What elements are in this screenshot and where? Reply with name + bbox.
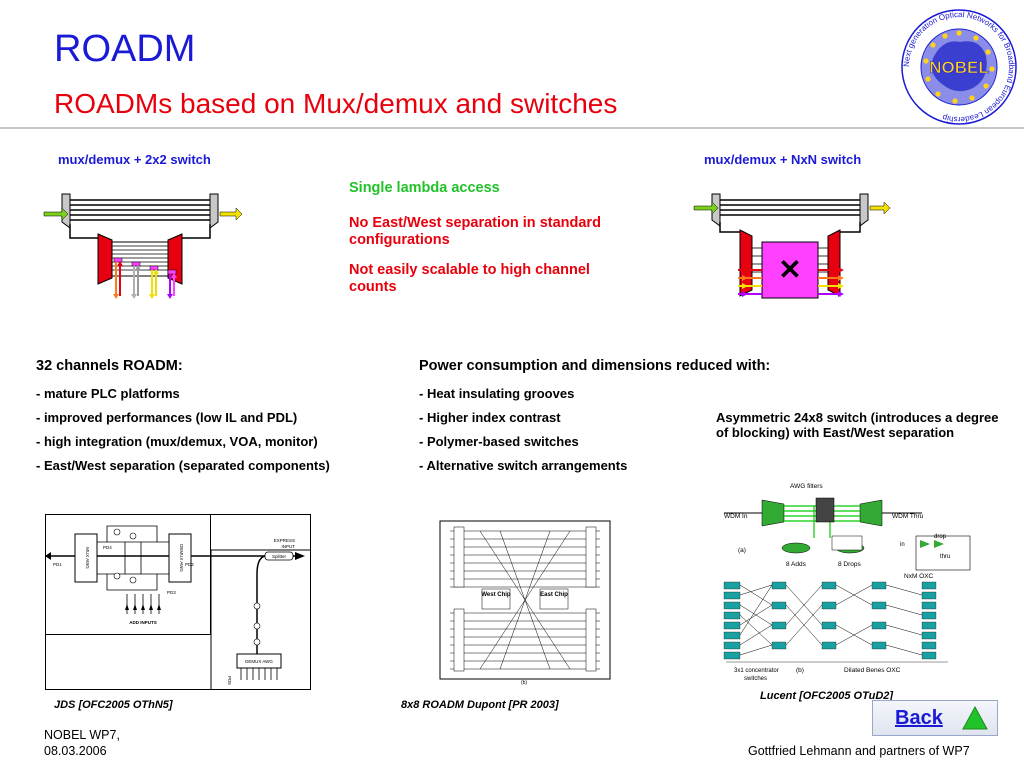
dupont-caption: 8x8 ROADM Dupont [PR 2003] <box>401 699 559 711</box>
thru-label: thru <box>940 554 950 560</box>
switches-label: switches <box>744 676 767 682</box>
middle-item-1: - Heat insulating grooves <box>419 386 575 401</box>
wdm-thru-label: WDM Thru <box>892 513 924 520</box>
footer-org: NOBEL WP7, <box>44 728 120 742</box>
add-inputs-label: ADD INPUTS <box>129 620 157 625</box>
page-subtitle: ROADMs based on Mux/demux and switches <box>54 88 618 119</box>
adds-label: 8 Adds <box>786 561 807 568</box>
drops-label: 8 Drops <box>838 561 862 568</box>
lucent-roadm-figure: AWG filters WDM In WDM Thru (a) 8 Adds 8… <box>722 478 974 688</box>
dupont-b-label: (b) <box>521 680 527 686</box>
dilated-benes-label: Dilated Benes OXC <box>844 667 901 674</box>
lucent-caption: Lucent [OFC2005 OTuD2] <box>760 690 894 702</box>
awg-filters-label: AWG filters <box>790 483 823 490</box>
back-button[interactable]: Back <box>872 700 998 736</box>
single-lambda-note: Single lambda access <box>349 180 500 196</box>
middle-column-heading: Power consumption and dimensions reduced… <box>419 358 771 374</box>
pd3-label: PD3 <box>167 590 176 595</box>
nxm-oxc-label: NxM OXC <box>904 573 934 580</box>
pd4-label: PD4 <box>103 545 112 550</box>
wdm-in-label: WDM In <box>724 513 748 520</box>
mux-demux-nxn-diagram: ✕ <box>693 193 891 299</box>
mux-demux-2x2-diagram <box>43 193 243 299</box>
right-diagram-label: mux/demux + NxN switch <box>704 152 862 167</box>
asymmetric-switch-note: Asymmetric 24x8 switch (introduces a deg… <box>716 410 999 440</box>
jds-caption: JDS [OFC2005 OThN5] <box>54 699 173 711</box>
pd5-label: PD5 <box>227 676 232 685</box>
concentrator-label: 3x1 concentrator <box>734 668 779 674</box>
left-item-2: - improved performances (low IL and PDL) <box>36 410 298 425</box>
footer-author: Gottfried Lehmann and partners of WP7 <box>748 744 970 758</box>
logo-center-text: NOBEL <box>929 58 989 77</box>
in-label: in <box>900 542 905 548</box>
jds-roadm-figure: MUX AWG DEMUX AWG PD4 PD1 PD2 PD3 EXPRES… <box>45 514 311 690</box>
pd2-label: PD2 <box>185 562 194 567</box>
header-divider <box>0 127 1024 129</box>
left-item-3: - high integration (mux/demux, VOA, moni… <box>36 434 318 449</box>
mux-awg-label: MUX AWG <box>85 547 90 569</box>
footer-date: 08.03.2006 <box>44 744 107 758</box>
dupont-roadm-figure: West Chip East Chip (b) <box>420 517 626 687</box>
west-chip-label: West Chip <box>481 592 511 598</box>
up-arrow-icon <box>961 705 988 730</box>
lucent-b-label: (b) <box>796 667 804 674</box>
left-item-4: - East/West separation (separated compon… <box>36 458 330 473</box>
back-link[interactable]: Back <box>895 706 943 729</box>
middle-item-4: - Alternative switch arrangements <box>419 458 628 473</box>
left-column-heading: 32 channels ROADM: <box>36 358 183 374</box>
demux-awg-box-label: DEMUX AWG <box>245 659 273 664</box>
left-item-1: - mature PLC platforms <box>36 386 180 401</box>
pd1-label: PD1 <box>53 562 62 567</box>
nobel-logo: NOBEL Next generation Optical Networks f… <box>901 9 1017 125</box>
splitter-label: Splitter <box>272 554 287 559</box>
middle-item-3: - Polymer-based switches <box>419 434 579 449</box>
express-input-label-2: INPUT <box>282 544 296 549</box>
scalability-note: Not easily scalable to high channel coun… <box>349 262 590 295</box>
demux-awg-label: DEMUX AWG <box>179 544 184 572</box>
drop-label: drop <box>934 534 947 540</box>
lucent-a-label: (a) <box>738 547 746 554</box>
east-west-note: No East/West separation in standard conf… <box>349 215 601 248</box>
page-title: ROADM <box>54 28 196 70</box>
east-chip-label: East Chip <box>540 592 568 598</box>
middle-item-2: - Higher index contrast <box>419 410 561 425</box>
nxn-switch-symbol: ✕ <box>778 254 801 285</box>
left-diagram-label: mux/demux + 2x2 switch <box>58 152 211 167</box>
express-input-label-1: EXPRESS <box>274 538 295 543</box>
